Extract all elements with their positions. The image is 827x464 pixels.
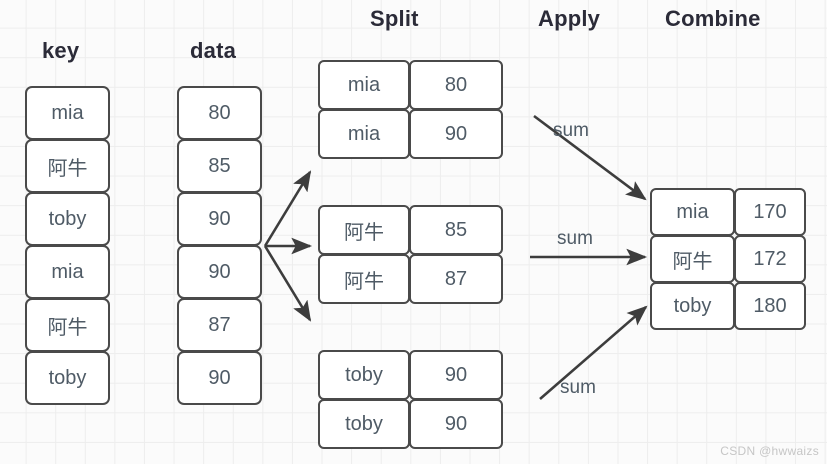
split-toby-key-1: toby bbox=[318, 399, 410, 449]
column-header-data: data bbox=[190, 38, 237, 63]
key-cell-3: mia bbox=[25, 245, 110, 299]
combine-key-0: mia bbox=[650, 188, 735, 236]
split-aniu-key-0: 阿牛 bbox=[318, 205, 410, 255]
stage-header-combine: Combine bbox=[665, 6, 761, 31]
data-cell-5: 90 bbox=[177, 351, 262, 405]
apply-label-toby: sum bbox=[560, 377, 596, 398]
data-cell-1: 85 bbox=[177, 139, 262, 193]
combine-key-1: 阿牛 bbox=[650, 235, 735, 283]
key-cell-1: 阿牛 bbox=[25, 139, 110, 193]
split-mia-key-0: mia bbox=[318, 60, 410, 110]
split-arrow-bottom bbox=[263, 245, 312, 322]
split-mia-value-1: 90 bbox=[409, 109, 503, 159]
split-mia-key-1: mia bbox=[318, 109, 410, 159]
data-cell-4: 87 bbox=[177, 298, 262, 352]
split-aniu-key-1: 阿牛 bbox=[318, 254, 410, 304]
combine-key-2: toby bbox=[650, 282, 735, 330]
stage-header-apply: Apply bbox=[538, 6, 601, 31]
key-cell-2: toby bbox=[25, 192, 110, 246]
data-cell-2: 90 bbox=[177, 192, 262, 246]
apply-arrow-mia bbox=[533, 114, 647, 201]
data-cell-3: 90 bbox=[177, 245, 262, 299]
data-cell-0: 80 bbox=[177, 86, 262, 140]
stage-header-split: Split bbox=[370, 6, 419, 31]
split-toby-value-1: 90 bbox=[409, 399, 503, 449]
key-cell-0: mia bbox=[25, 86, 110, 140]
column-header-key: key bbox=[42, 38, 80, 63]
key-cell-5: toby bbox=[25, 351, 110, 405]
combine-value-0: 170 bbox=[734, 188, 806, 236]
key-cell-4: 阿牛 bbox=[25, 298, 110, 352]
combine-value-1: 172 bbox=[734, 235, 806, 283]
split-aniu-value-0: 85 bbox=[409, 205, 503, 255]
split-mia-value-0: 80 bbox=[409, 60, 503, 110]
apply-label-aniu: sum bbox=[557, 228, 593, 249]
apply-label-mia: sum bbox=[553, 120, 589, 141]
split-toby-value-0: 90 bbox=[409, 350, 503, 400]
split-toby-key-0: toby bbox=[318, 350, 410, 400]
split-arrow-top bbox=[263, 170, 312, 247]
combine-value-2: 180 bbox=[734, 282, 806, 330]
watermark: CSDN @hwwaizs bbox=[720, 444, 819, 458]
split-aniu-value-1: 87 bbox=[409, 254, 503, 304]
